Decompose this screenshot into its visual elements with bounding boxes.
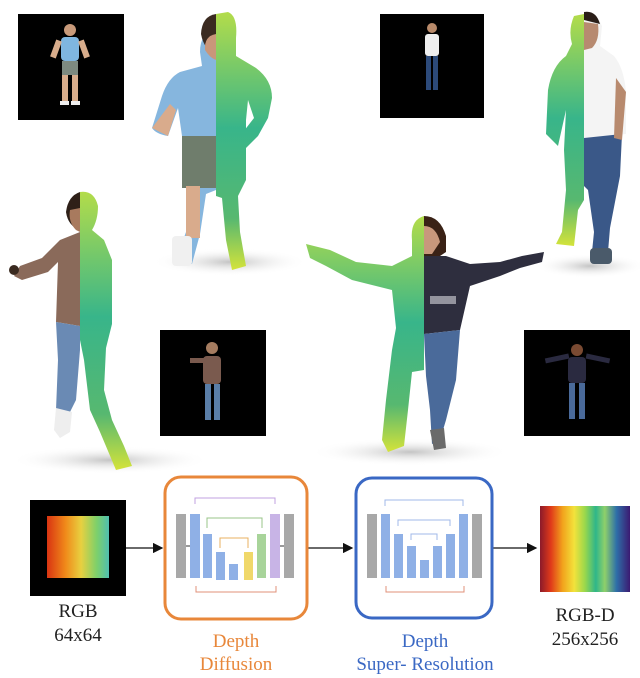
- depth-diffusion-module: [163, 475, 309, 621]
- thumbnail-person-2: [380, 14, 484, 118]
- rgb-input-image: [30, 500, 126, 596]
- superres-label-line2: Super- Resolution: [356, 654, 494, 675]
- depth-superres-module: [354, 476, 494, 620]
- thumbnail-person-1: [18, 14, 124, 120]
- diffusion-label-line2: Diffusion: [199, 654, 273, 675]
- rgbd-output-size: 256x256: [551, 629, 619, 650]
- person-1-rgb-depth: [152, 12, 308, 276]
- rgb-input-label: RGB: [58, 601, 98, 622]
- diffusion-label-line1: Depth: [212, 631, 260, 652]
- person-3-rgb-depth: [9, 191, 210, 474]
- person-2-rgb-depth: [534, 11, 640, 278]
- rgb-input-size: 64x64: [54, 625, 102, 646]
- rgbd-output-label: RGB-D: [555, 605, 615, 626]
- rgbd-output-image: [540, 506, 630, 592]
- superres-label-line1: Depth: [401, 631, 449, 652]
- thumbnail-person-4: [524, 330, 630, 436]
- thumbnail-person-3: [160, 330, 266, 436]
- person-4-rgb-depth: [306, 216, 544, 466]
